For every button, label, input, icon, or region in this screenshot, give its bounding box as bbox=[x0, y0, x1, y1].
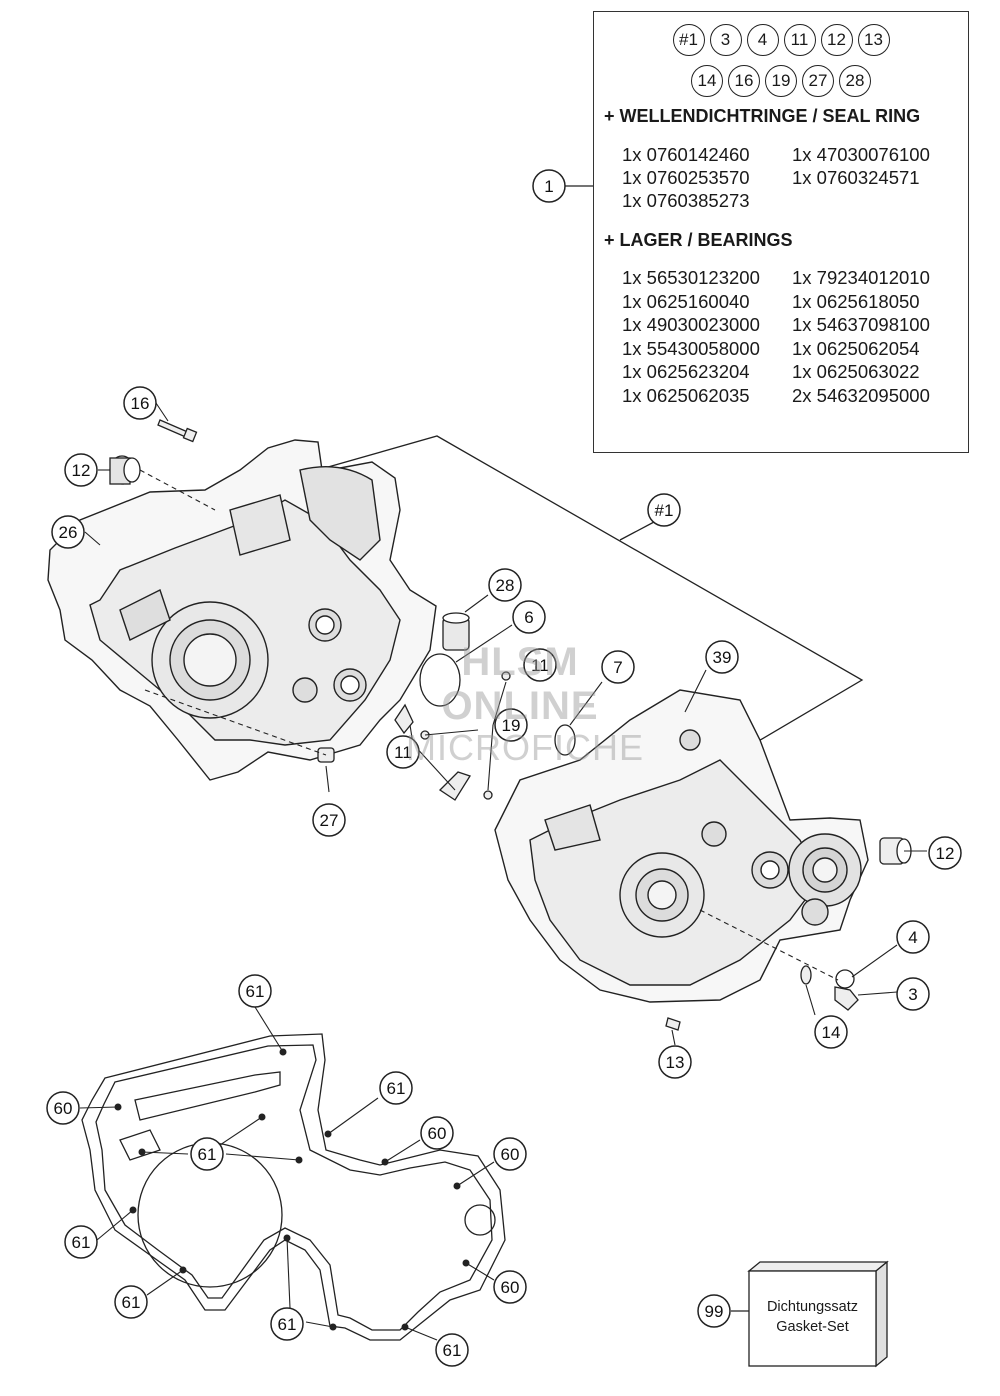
gasket-set-label: Dichtungssatz Gasket-Set bbox=[749, 1297, 876, 1337]
seal-ring-part-list: 1x 0760142460 1x 47030076100 1x 07602535… bbox=[622, 144, 962, 212]
part-number bbox=[792, 190, 962, 212]
part-number: 1x 0760253570 bbox=[622, 167, 750, 188]
callout-61-a: 61 bbox=[246, 982, 265, 1001]
included-part-badge: 16 bbox=[728, 65, 760, 97]
callout-12-right: 12 bbox=[936, 844, 955, 863]
callout-4: 4 bbox=[908, 928, 917, 947]
callout-6: 6 bbox=[524, 608, 533, 627]
included-part-badge: 11 bbox=[783, 24, 816, 56]
included-part-badge: 27 bbox=[802, 65, 834, 97]
part-number: 1x 49030023000 bbox=[622, 314, 760, 336]
gasket-set-line-1: Dichtungssatz bbox=[766, 1299, 859, 1315]
callout-circles bbox=[46, 169, 962, 1367]
callout-61-c: 61 bbox=[387, 1079, 406, 1098]
callout-61-b: 61 bbox=[198, 1145, 217, 1164]
bearings-heading: + LAGER / BEARINGS bbox=[604, 230, 793, 250]
included-part-badge: #1 bbox=[672, 24, 705, 56]
bearings-part-list: 1x 56530123200 1x 79234012010 1x 0625160… bbox=[622, 267, 962, 407]
callout-60-c: 60 bbox=[501, 1145, 520, 1164]
included-part-badge: 13 bbox=[857, 24, 890, 56]
gasket-set-line-2: Gasket-Set bbox=[776, 1319, 849, 1335]
callout-27: 27 bbox=[320, 811, 339, 830]
callout-16: 16 bbox=[131, 394, 150, 413]
callout-61-g: 61 bbox=[443, 1341, 462, 1360]
included-parts-row-1: #1 3 4 11 12 13 bbox=[594, 24, 968, 56]
part-number: 1x 0760142460 bbox=[622, 144, 750, 165]
part-number: 1x 0760385273 bbox=[622, 190, 750, 211]
callout-60-a: 60 bbox=[54, 1099, 73, 1118]
callout-labels: 1 16 12 26 28 6 11 7 39 19 11 27 #1 12 4… bbox=[54, 177, 955, 1360]
callout-7: 7 bbox=[613, 658, 622, 677]
part-number: 2x 54632095000 bbox=[792, 384, 930, 406]
callout-61-f: 61 bbox=[278, 1315, 297, 1334]
part-number: 1x 47030076100 bbox=[792, 144, 930, 165]
callout-26: 26 bbox=[59, 523, 78, 542]
part-number: 1x 55430058000 bbox=[622, 337, 760, 359]
small-parts bbox=[109, 419, 912, 1031]
included-parts-row-2: 14 16 19 27 28 bbox=[594, 65, 968, 97]
included-part-badge: 19 bbox=[765, 65, 797, 97]
part-number: 1x 56530123200 bbox=[622, 267, 760, 288]
seal-ring-heading: + WELLENDICHTRINGE / SEAL RING bbox=[604, 106, 921, 126]
callout-11: 11 bbox=[394, 743, 412, 762]
leader-lines bbox=[79, 402, 927, 1341]
included-part-badge: 12 bbox=[820, 24, 853, 56]
part-number: 1x 54637098100 bbox=[792, 314, 930, 336]
part-number: 1x 0625623204 bbox=[622, 361, 750, 383]
part-number: 1x 0625062054 bbox=[792, 337, 920, 359]
included-part-badge: 28 bbox=[839, 65, 871, 97]
part-number: 1x 79234012010 bbox=[792, 267, 930, 288]
callout-60-d: 60 bbox=[501, 1278, 520, 1297]
parts-info-box: #1 3 4 11 12 13 14 16 19 27 28 + WELLEND… bbox=[593, 11, 969, 453]
callout-11-top: 11 bbox=[531, 656, 549, 675]
callout-39: 39 bbox=[713, 648, 732, 667]
right-crankcase bbox=[494, 689, 869, 1003]
callout-3: 3 bbox=[908, 985, 917, 1004]
callout-60-b: 60 bbox=[428, 1124, 447, 1143]
callout-hash1: #1 bbox=[655, 501, 674, 520]
part-number: 1x 0625062035 bbox=[622, 384, 750, 406]
callout-19: 19 bbox=[502, 716, 521, 735]
callout-14: 14 bbox=[822, 1023, 841, 1042]
callout-12-left: 12 bbox=[72, 461, 91, 480]
included-part-badge: 14 bbox=[691, 65, 723, 97]
callout-61-e: 61 bbox=[122, 1293, 141, 1312]
included-part-badge: 4 bbox=[746, 24, 779, 56]
part-number: 1x 0760324571 bbox=[792, 167, 920, 188]
part-number: 1x 0625160040 bbox=[622, 290, 750, 312]
included-part-badge: 3 bbox=[709, 24, 742, 56]
callout-28: 28 bbox=[496, 576, 515, 595]
callout-13: 13 bbox=[666, 1053, 685, 1072]
gasket-set-box bbox=[731, 1260, 889, 1368]
left-crankcase bbox=[47, 439, 437, 781]
callout-61-d: 61 bbox=[72, 1233, 91, 1252]
gasket-dowel-points bbox=[114, 1048, 470, 1331]
part-number: 1x 0625618050 bbox=[792, 290, 920, 312]
part-number: 1x 0625063022 bbox=[792, 361, 920, 383]
callout-99: 99 bbox=[705, 1302, 724, 1321]
callout-1: 1 bbox=[544, 177, 553, 196]
